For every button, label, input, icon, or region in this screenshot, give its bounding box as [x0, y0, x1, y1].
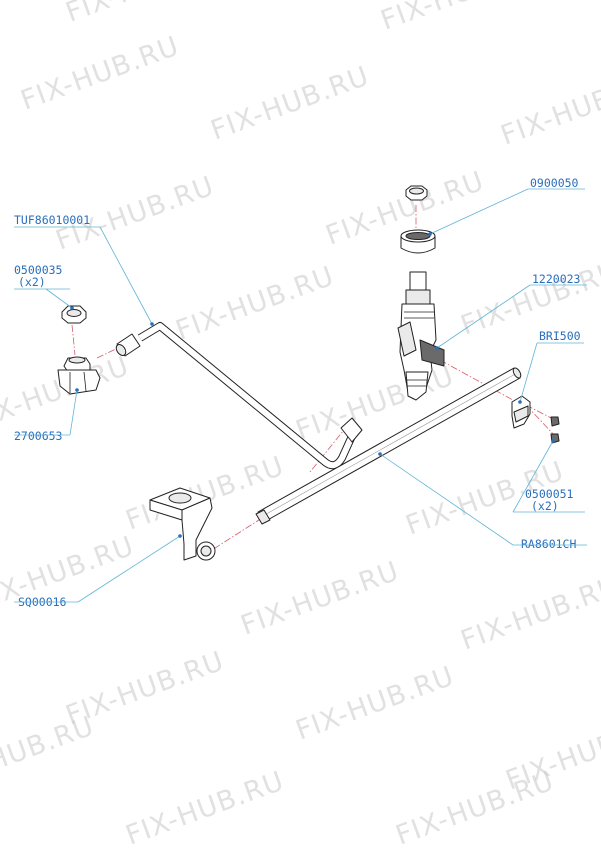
assembly-axes [71, 205, 556, 551]
part-qty-label: (x2) [531, 499, 559, 513]
part-0500051 [550, 416, 560, 444]
rod-end [512, 367, 522, 379]
axis-line [525, 404, 556, 437]
leader-line [69, 389, 78, 436]
watermark: FIX-HUB.RU [457, 571, 601, 657]
part-sq00016 [149, 487, 216, 561]
leader-line [77, 535, 181, 603]
watermark: FIX-HUB.RU [207, 61, 374, 147]
label-1220023[interactable]: 1220023 [530, 272, 587, 286]
watermark: FIX-HUB.RU [497, 66, 601, 152]
part-number-label[interactable]: 0500035 [14, 263, 62, 277]
label-0500035[interactable]: 0500035 (x2) [14, 263, 70, 290]
nut-hole [409, 187, 424, 195]
cap-hole [405, 232, 431, 240]
pipe-end-nut [340, 417, 363, 443]
bracket-leg [181, 497, 213, 561]
axis-line [211, 517, 263, 551]
valve-spindle [409, 271, 427, 293]
part-labels: 0900050 TUF86010001 0500035 (x2) 1220023… [14, 176, 587, 609]
label-0900050[interactable]: 0900050 [528, 176, 585, 190]
leader-dot [75, 388, 79, 392]
leader-line [45, 288, 73, 309]
leader-dot [70, 306, 74, 310]
leader-line [99, 226, 153, 325]
part-number-label[interactable]: 0500051 [525, 487, 574, 501]
part-number-label[interactable]: 2700653 [14, 429, 63, 443]
part-number-label[interactable]: RA8601CH [521, 537, 576, 551]
coupler-hole [68, 356, 86, 364]
part-ra8601ch [255, 367, 522, 525]
part-qty-label: (x2) [18, 275, 46, 289]
watermark: FIX-HUB.RU [122, 766, 289, 849]
coupler-body [57, 369, 101, 395]
screw-drawing [550, 416, 560, 427]
leader-dot [435, 346, 439, 350]
bracket-hole [168, 492, 192, 504]
leader-line [429, 188, 529, 235]
axis-line [439, 359, 523, 406]
watermark: FIX-HUB.RU [17, 31, 184, 117]
label-2700653[interactable]: 2700653 [14, 429, 70, 443]
watermark: FIX-HUB.RU [377, 0, 544, 37]
clip-face [513, 405, 529, 423]
watermark: FIX-HUB.RU [172, 261, 339, 347]
rod-highlight [260, 372, 518, 518]
leader-line [519, 342, 538, 403]
part-0900050 [400, 185, 436, 254]
watermark: FIX-HUB.RU [0, 711, 98, 797]
label-0500051[interactable]: 0500051 (x2) [513, 487, 585, 513]
axis-line [71, 324, 76, 356]
watermark: FIX-HUB.RU [62, 0, 229, 29]
leader-dot [150, 322, 154, 326]
leader-dot [551, 439, 555, 443]
watermark: FIX-HUB.RU [292, 661, 459, 747]
leaders [45, 188, 555, 603]
leader-line [512, 440, 554, 513]
pipe-fill [138, 323, 355, 469]
label-sq00016[interactable]: SQ00016 [14, 595, 78, 609]
label-ra8601ch[interactable]: RA8601CH [513, 537, 587, 551]
label-tuf86010001[interactable]: TUF86010001 [14, 213, 100, 228]
valve-collar [405, 289, 431, 305]
part-number-label[interactable]: 0900050 [530, 176, 579, 190]
leader-line [379, 453, 514, 546]
label-bri500[interactable]: BRI500 [537, 329, 584, 344]
leader-dot [378, 452, 382, 456]
leader-line [436, 284, 531, 349]
leader-dot [518, 400, 522, 404]
part-0500035 [61, 305, 87, 324]
part-2700653 [57, 356, 101, 395]
leader-dot [178, 534, 182, 538]
axis-line [309, 424, 349, 473]
leader-dot [428, 232, 432, 236]
part-1220023 [397, 271, 445, 401]
valve-flange [397, 321, 417, 357]
watermark: FIX-HUB.RU [237, 556, 404, 642]
rod-tip [255, 509, 271, 525]
pipe-fitting-end [115, 344, 127, 356]
watermark: FIX-HUB.RU [292, 361, 459, 447]
nut-hole [66, 309, 82, 317]
axis-line [96, 347, 119, 359]
part-number-label[interactable]: 1220023 [532, 272, 581, 286]
part-tuf86010001 [115, 322, 363, 470]
bracket-ring-hole [200, 545, 212, 557]
part-number-label[interactable]: TUF86010001 [14, 213, 90, 227]
part-bri500 [511, 395, 531, 429]
coupler-edge [83, 371, 87, 392]
axis-line [525, 404, 556, 421]
watermark: FIX-HUB.RU [392, 766, 559, 849]
part-number-label[interactable]: BRI500 [539, 329, 581, 343]
